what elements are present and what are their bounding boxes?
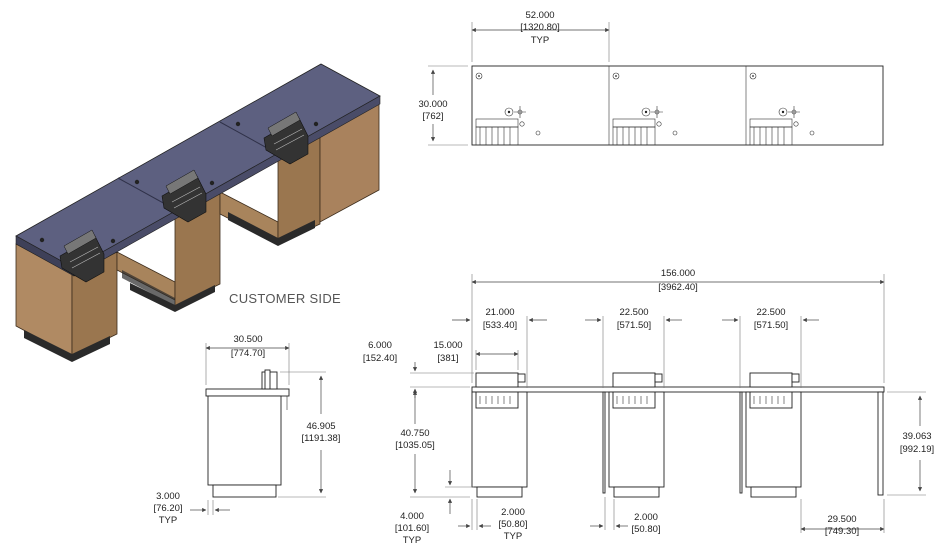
top-view-station-1 [475, 72, 541, 146]
top-depth-metric: [762] [422, 111, 443, 122]
iso-cash-drawer-2 [161, 169, 207, 223]
drawer-height-dimension: 6.000 [368, 340, 392, 351]
side-width-metric: [774.70] [231, 348, 265, 359]
side-toe-metric: [76.20] [153, 503, 182, 514]
side-toe-note: TYP [159, 515, 177, 526]
panel-offset-dimension: 29.500 [827, 514, 856, 525]
side-height-dimension: 46.905 [306, 421, 335, 432]
side-toe-dimension: 3.000 [156, 491, 180, 502]
drawer-width-metric: [381] [437, 353, 458, 364]
front-cabinet-3 [739, 372, 802, 498]
isometric-view: CUSTOMER SIDE [15, 63, 381, 362]
cabinet-3-width-metric: [571.50] [754, 320, 788, 331]
overall-length-dimension: 156.000 [661, 268, 695, 279]
top-width-metric: [1320.80] [520, 22, 560, 33]
front-end-panel [877, 391, 884, 496]
side-width-dimension: 30.500 [233, 334, 262, 345]
base-inset-1-note: TYP [504, 531, 522, 542]
front-countertop [471, 386, 885, 393]
top-view-outline [471, 65, 884, 146]
iso-cash-drawer-3 [263, 111, 309, 165]
base-height-note: TYP [403, 535, 421, 546]
front-cabinet-2 [602, 372, 665, 498]
base-height-metric: [101.60] [395, 523, 429, 534]
panel-height-metric: [992.19] [900, 444, 934, 455]
panel-offset-metric: [749.30] [825, 526, 859, 537]
cabinet-3-width-dimension: 22.500 [756, 307, 785, 318]
cabinet-2-width-metric: [571.50] [617, 320, 651, 331]
top-width-note: TYP [531, 35, 549, 46]
base-inset-1-dimension: 2.000 [501, 507, 525, 518]
top-view-station-2 [612, 72, 678, 146]
drawer-height-metric: [152.40] [363, 353, 397, 364]
cabinet-1-width-dimension: 21.000 [485, 307, 514, 318]
top-view-station-3 [749, 72, 815, 146]
panel-height-dimension: 39.063 [902, 431, 931, 442]
base-inset-1-metric: [50.80] [498, 519, 527, 530]
counter-height-metric: [1035.05] [395, 440, 435, 451]
drawer-width-dimension: 15.000 [433, 340, 462, 351]
side-view: 30.500 [774.70] 46.905 [1191.38] 3.000 [… [153, 334, 340, 526]
side-height-metric: [1191.38] [302, 433, 341, 444]
front-view: 156.000 [3962.40] 21.000 [533.40] 22.500… [363, 268, 934, 546]
cabinet-1-width-metric: [533.40] [483, 320, 517, 331]
front-cabinet-1 [471, 372, 528, 498]
cabinet-2-width-dimension: 22.500 [619, 307, 648, 318]
top-width-dimension: 52.000 [525, 10, 554, 21]
iso-cash-drawer-1 [59, 229, 105, 283]
base-inset-2-metric: [50.80] [631, 524, 660, 535]
top-view: 52.000 [1320.80] TYP 30.000 [762] [418, 10, 884, 146]
counter-height-dimension: 40.750 [400, 428, 429, 439]
overall-length-metric: [3962.40] [658, 282, 698, 293]
customer-side-label: CUSTOMER SIDE [229, 291, 341, 306]
base-inset-2-dimension: 2.000 [634, 512, 658, 523]
base-height-dimension: 4.000 [400, 511, 424, 522]
top-depth-dimension: 30.000 [418, 99, 447, 110]
